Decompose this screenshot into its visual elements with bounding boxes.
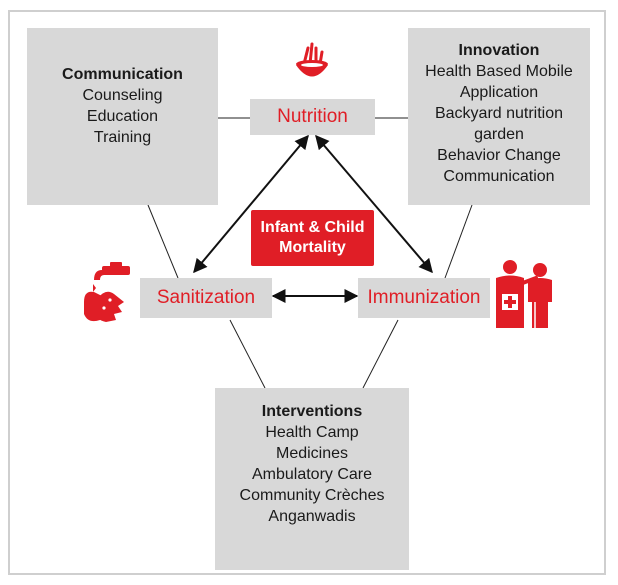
innovation-item: Application	[459, 84, 539, 101]
line-communication-sanitization	[147, 204, 179, 279]
center-label-line: Infant & Child	[260, 219, 365, 236]
grain-bowl-icon	[296, 42, 328, 77]
hand-washing-icon	[84, 262, 130, 322]
interventions-title: Interventions	[261, 403, 363, 420]
innovation-title: Innovation	[458, 42, 540, 59]
communication-item: Training	[93, 129, 152, 146]
arrow-nutrition-immunization	[315, 134, 433, 274]
communication-title: Communication	[62, 66, 183, 83]
communication-item: Counseling	[82, 87, 163, 104]
interventions-box: Interventions Health Camp Medicines Ambu…	[215, 388, 409, 570]
interventions-item: Ambulatory Care	[251, 466, 373, 483]
innovation-item: Health Based Mobile	[425, 63, 573, 80]
center-label: Infant & Child Mortality	[251, 210, 374, 266]
line-sanitization-interventions	[229, 319, 266, 389]
interventions-item: Health Camp	[265, 424, 359, 441]
interventions-item: Anganwadis	[268, 508, 356, 525]
communication-item: Education	[86, 108, 159, 125]
nutrition-node: Nutrition	[250, 99, 375, 135]
innovation-item: Behavior Change	[437, 147, 561, 164]
arrow-nutrition-sanitization	[193, 134, 309, 274]
center-label-line: Mortality	[279, 239, 346, 256]
innovation-box: Innovation Health Based Mobile Applicati…	[408, 28, 590, 205]
vaccination-icon	[496, 260, 552, 328]
line-immunization-interventions	[362, 319, 399, 389]
innovation-item: Backyard nutrition garden	[434, 105, 564, 143]
interventions-item: Medicines	[275, 445, 349, 462]
immunization-node: Immunization	[358, 278, 490, 318]
line-innovation-immunization	[444, 204, 473, 279]
interventions-item: Community Crèches	[239, 487, 385, 504]
sanitization-node: Sanitization	[140, 278, 272, 318]
innovation-item: Communication	[443, 168, 555, 185]
communication-box: Communication Counseling Education Train…	[27, 28, 218, 205]
